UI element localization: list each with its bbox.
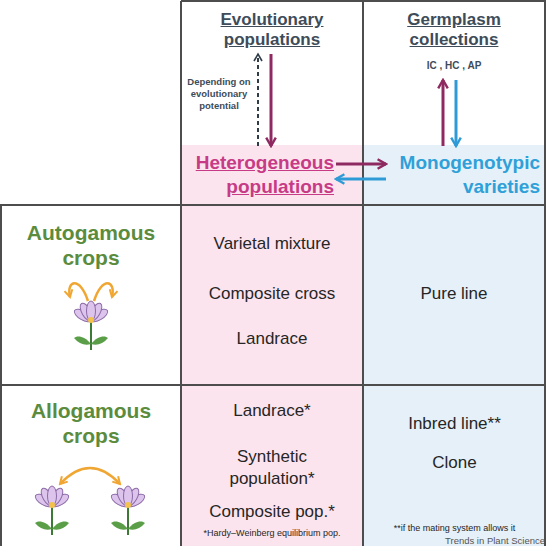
node-title: Germplasm collections xyxy=(379,10,529,50)
flower-icon xyxy=(72,301,109,350)
flower-icon xyxy=(109,486,146,535)
flow-arrow xyxy=(336,178,386,181)
node-text: Clone xyxy=(364,453,545,473)
header-background-pink xyxy=(182,145,362,205)
flow-arrow xyxy=(336,163,386,166)
row-header: Allogamous crops xyxy=(2,386,180,546)
node-title: Varietal mixture xyxy=(182,234,362,254)
pollination-arrow xyxy=(60,468,120,484)
node-title: Monogenotypic varieties xyxy=(388,151,540,199)
node-title: Pure line xyxy=(364,284,544,304)
node-title: Inbred line** xyxy=(364,414,545,434)
node-title: Heterogeneous populations xyxy=(184,151,334,199)
node-text: Landrace xyxy=(182,329,362,349)
pollination-arrow xyxy=(94,283,113,301)
column-header: Evolutionary populations xyxy=(182,6,362,52)
flower-icon xyxy=(33,486,70,535)
node-text: Composite cross xyxy=(182,284,362,304)
category-header: Monogenotypic varieties xyxy=(388,148,540,202)
column-header: Germplasm collections IC , HC , AP xyxy=(364,6,544,78)
node-title: Evolutionary populations xyxy=(197,10,347,50)
node-text: Synthetic population* xyxy=(202,446,342,490)
node-title: Allogamous crops xyxy=(12,398,170,448)
category-header: Heterogeneous populations xyxy=(184,148,334,202)
grid-line xyxy=(0,205,2,546)
row-header: Autogamous crops xyxy=(2,206,180,384)
edge-label: Depending on evolutionary potential xyxy=(184,76,254,112)
grid-line xyxy=(181,0,546,2)
table-cell: Pure line xyxy=(364,206,544,384)
flow-arrow xyxy=(455,80,458,146)
node-text: Composite pop.* xyxy=(182,502,362,522)
flow-arrow xyxy=(442,80,445,146)
node-title: Landrace* xyxy=(182,401,362,421)
header-background-blue xyxy=(364,145,545,205)
flow-arrow xyxy=(257,54,259,146)
flow-arrow xyxy=(270,54,273,146)
node-text: *Hardy–Weinberg equilibrium pop. xyxy=(182,528,362,539)
table-cell: Varietal mixtureComposite crossLandrace xyxy=(182,206,362,384)
pollination-arrow xyxy=(69,283,88,301)
watermark: Trends in Plant Science xyxy=(430,535,545,546)
table-cell: Landrace* Synthetic population* Composite … xyxy=(182,386,362,546)
table-cell: Inbred line** Clone **if the mating system… xyxy=(364,386,545,546)
node-text: **if the mating system allows it xyxy=(364,523,545,534)
node-title: Autogamous crops xyxy=(12,220,170,270)
node-text: IC , HC , AP xyxy=(364,60,544,72)
